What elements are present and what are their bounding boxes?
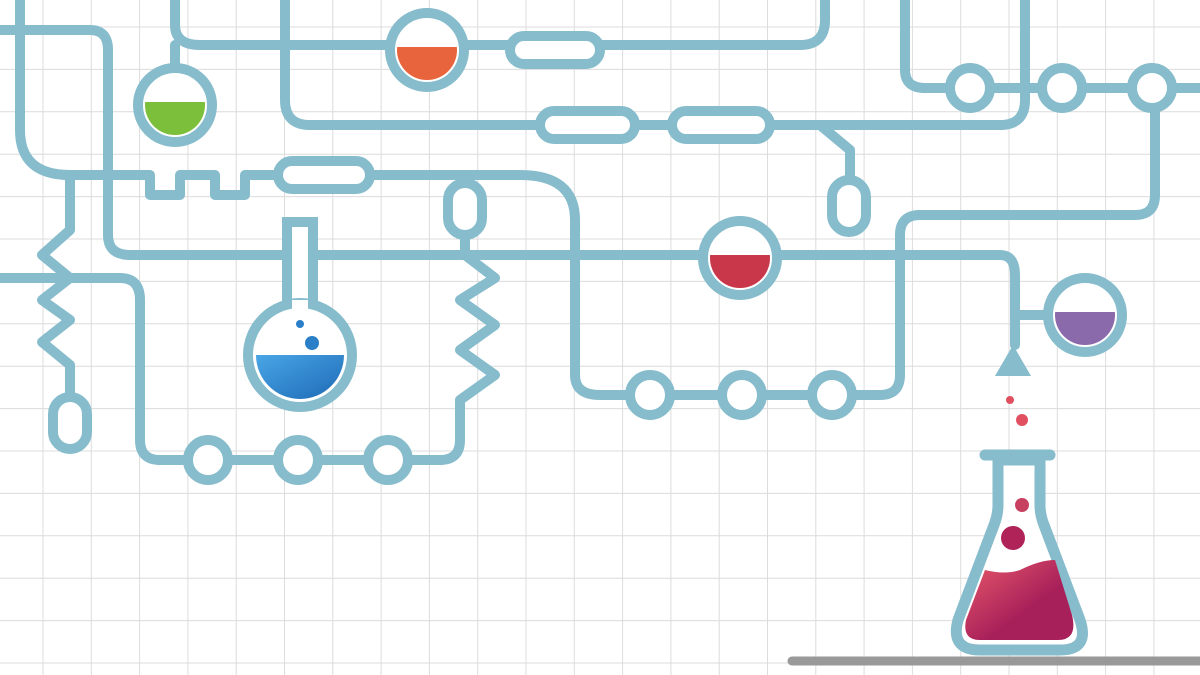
dropper-tip-icon — [995, 345, 1031, 426]
orange-bulb-icon — [385, 8, 469, 92]
red-bulb-icon — [698, 216, 782, 300]
drop-icon — [1016, 414, 1028, 426]
bubble-icon — [1001, 526, 1025, 550]
drop-icon — [1006, 396, 1014, 404]
pipe-nodes — [48, 31, 1177, 485]
round-flask-icon — [243, 217, 357, 412]
bubble-icon — [1015, 498, 1029, 512]
bubble-icon — [305, 336, 319, 350]
liquid-bulbs — [133, 8, 1127, 357]
green-bulb-icon — [133, 63, 217, 147]
purple-bulb-icon — [1043, 273, 1127, 357]
bubble-icon — [296, 320, 304, 328]
erlenmeyer-flask-icon — [950, 449, 1088, 656]
